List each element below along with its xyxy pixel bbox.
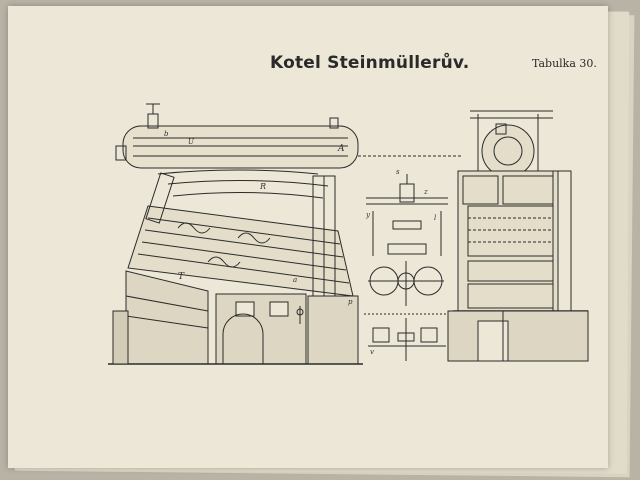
drawing-label-t: T: [178, 272, 185, 282]
drawing-label-r: R: [260, 182, 267, 191]
boiler-front-section: [447, 110, 589, 362]
grate-detail-views: [364, 174, 448, 361]
drawing-label-s: s: [396, 168, 400, 176]
drawing-label-a: A: [338, 144, 345, 154]
drawing-label-u: U: [188, 138, 194, 146]
drawing-label-p: p: [348, 298, 353, 306]
boiler-technical-drawing: [108, 103, 589, 365]
drawing-label-b: b: [164, 130, 169, 138]
drawing-label-v: v: [370, 348, 374, 356]
drawing-label-y: y: [366, 211, 370, 219]
drawing-label-z: z: [424, 188, 428, 196]
technical-plate-sheet: Kotel Steinmüllerův. Tabulka 30.: [8, 6, 608, 468]
boiler-side-section: [108, 103, 463, 365]
plate-title: Kotel Steinmüllerův.: [270, 53, 470, 73]
drawing-label-l: l: [434, 214, 437, 222]
drawing-label-a-small: a: [293, 276, 298, 284]
plate-number: Tabulka 30.: [532, 57, 597, 70]
